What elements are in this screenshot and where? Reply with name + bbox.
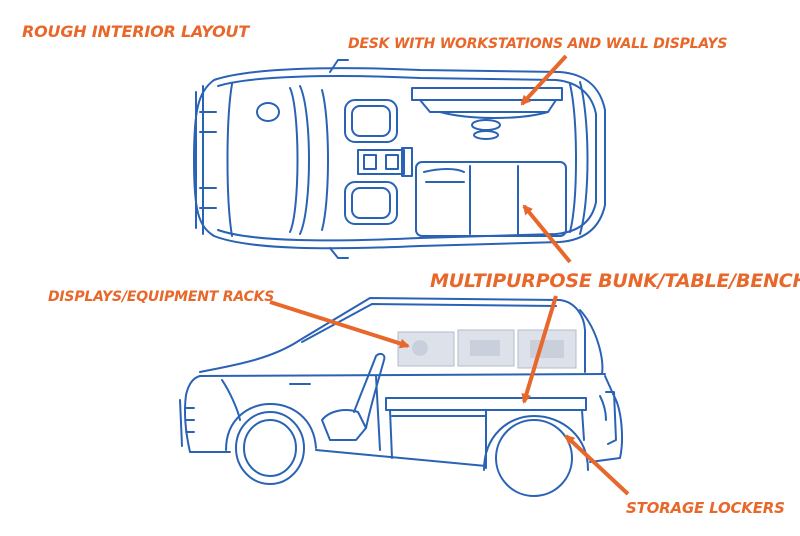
top-view-vehicle [193, 59, 606, 259]
diagram-title: ROUGH INTERIOR LAYOUT [22, 22, 250, 41]
side-view-vehicle [179, 297, 623, 497]
arrow-bunk-side [521, 295, 558, 404]
label-desk: DESK WITH WORKSTATIONS AND WALL DISPLAYS [348, 36, 728, 52]
label-bunk: MULTIPURPOSE BUNK/TABLE/BENCH [430, 270, 800, 292]
arrow-displays [269, 300, 410, 349]
label-displays: DISPLAYS/EQUIPMENT RACKS [48, 289, 275, 305]
arrow-desk [520, 54, 568, 106]
arrow-storage [564, 434, 630, 496]
label-storage: STORAGE LOCKERS [626, 499, 785, 517]
arrow-bunk-top [522, 204, 572, 264]
annotation-arrows [269, 54, 630, 496]
equipment-display-screens [397, 329, 577, 369]
